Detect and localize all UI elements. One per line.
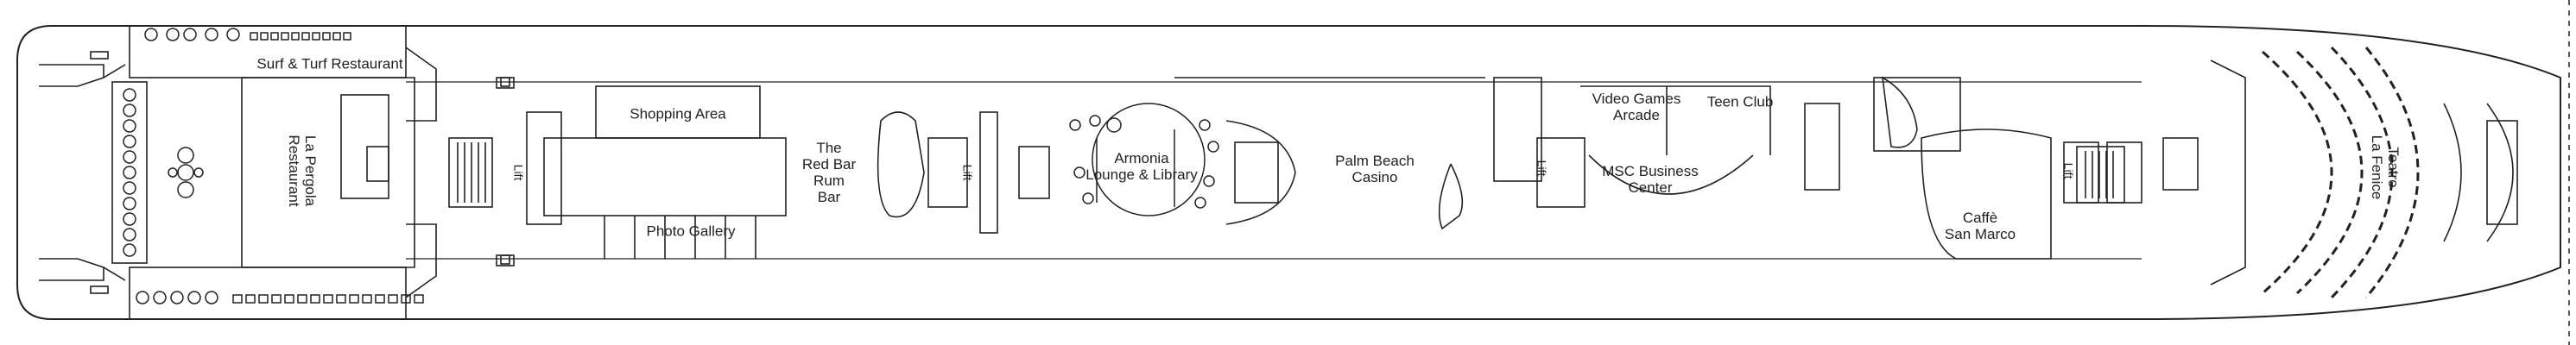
venue-label-caffe: Caffè San Marco [1944,210,2016,242]
teatro-seating [2210,46,2518,299]
venue-label-surf-turf: Surf & Turf Restaurant [256,55,403,72]
corridors [406,81,2142,260]
aft-deck [39,51,148,294]
restaurant-tables-bottom [136,291,424,304]
lift-label-red-bar: Lift [960,164,975,181]
venue-label-la-pergola: La Pergola Restaurant [286,135,319,207]
lift-label-aft: Lift [511,164,526,181]
venue-label-business: MSC Business Center [1602,163,1699,196]
lift-label-forward: Lift [2061,162,2076,179]
venue-label-teatro: Teatro La Fenice [2369,135,2402,200]
venue-label-shopping: Shopping Area [630,105,726,122]
casino-area [1174,77,1485,230]
forward-stairwell [2076,137,2199,204]
armonia-lounge [1069,103,1219,216]
venue-label-armonia: Armonia Lounge & Library [1085,150,1198,183]
aft-stairwell [448,77,515,267]
venue-label-casino: Palm Beach Casino [1335,153,1415,185]
shopping-area [500,77,787,265]
hull-outline [16,25,2561,320]
venue-label-video-games: Video Games Arcade [1592,91,1681,123]
restaurant-tables-top [144,28,351,41]
business-block [1493,76,1961,208]
aft-chairs [123,88,204,257]
red-bar-area [877,111,1050,234]
lift-label-casino: Lift [1535,160,1549,177]
venue-label-photo-gallery: Photo Gallery [646,223,736,240]
venue-label-red-bar: The Red Bar Rum Bar [801,140,857,205]
restaurant-block [129,25,437,320]
venue-label-teen-club: Teen Club [1706,93,1774,110]
